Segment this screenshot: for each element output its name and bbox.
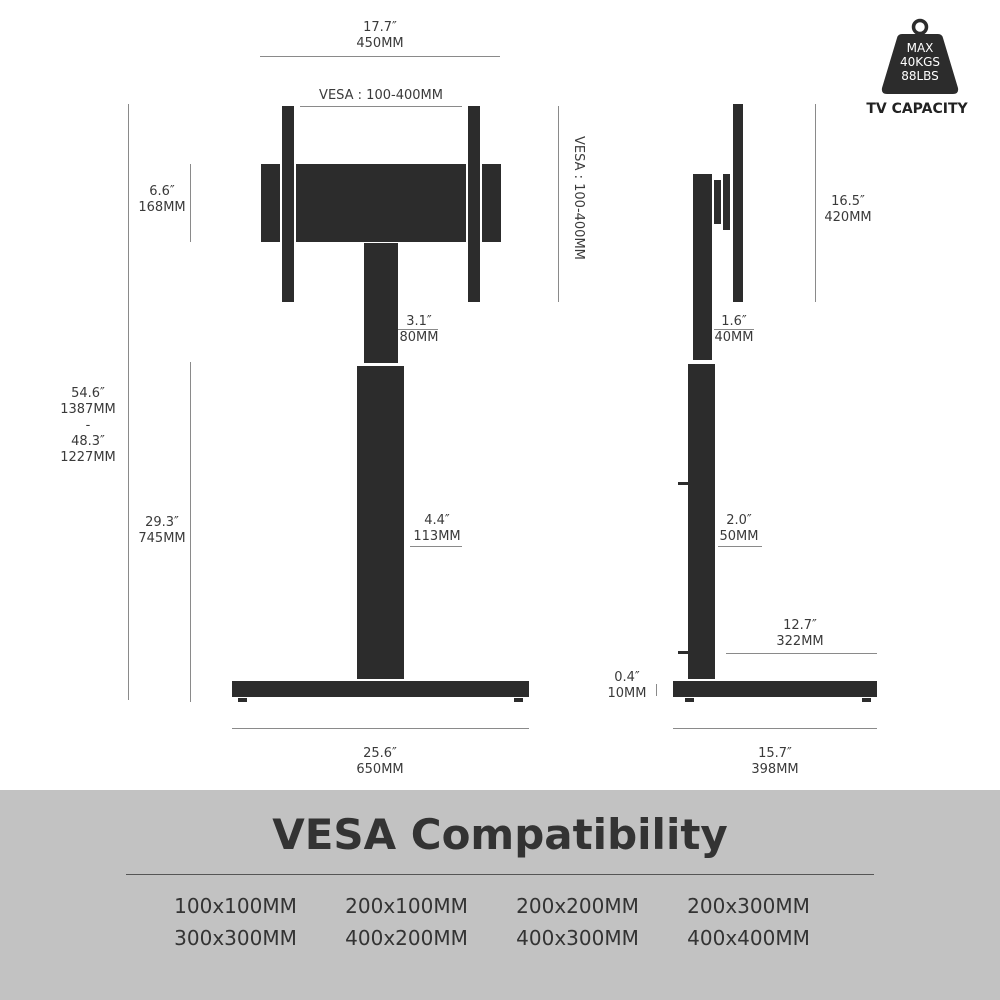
dim-line-base-offset [726, 653, 877, 654]
side-foot-right [862, 698, 871, 702]
front-foot-left [238, 698, 247, 702]
vesa-size-item: 200x200MM [516, 894, 639, 918]
label-bracket-height: 6.6″168MM [138, 184, 186, 215]
front-vesa-rail-right [468, 106, 480, 302]
front-base [232, 681, 529, 697]
dim-line-side-column-upper [714, 329, 754, 330]
vesa-size-item: 400x200MM [345, 926, 468, 950]
vesa-size-item: 200x100MM [345, 894, 468, 918]
label-column-upper: 3.1″80MM [399, 314, 439, 345]
vesa-size-item: 400x400MM [687, 926, 810, 950]
label-mount-height: 16.5″420MM [824, 194, 872, 225]
vesa-size-item: 200x300MM [687, 894, 810, 918]
dim-line-column-upper [398, 329, 438, 330]
dim-line-vesa-v [558, 106, 559, 302]
side-mount-plate-2 [714, 180, 721, 224]
weight-icon [881, 18, 959, 94]
side-column-lower [688, 364, 715, 679]
front-bracket-end-right [482, 164, 501, 242]
dim-line-base-width [232, 728, 529, 729]
front-column-lower [357, 366, 404, 679]
front-vesa-rail-left [282, 106, 294, 302]
label-base-offset: 12.7″322MM [776, 618, 824, 649]
vesa-size-item: 400x300MM [516, 926, 639, 950]
dim-line-mount-height [815, 104, 816, 302]
side-base [673, 681, 877, 697]
side-foot-left [685, 698, 694, 702]
dim-line-lower-height [190, 362, 191, 702]
vesa-size-item: 100x100MM [174, 894, 297, 918]
dim-line-side-column-lower [718, 546, 762, 547]
dim-line-bracket-height [190, 164, 191, 242]
label-column-lower: 4.4″113MM [413, 513, 461, 544]
dim-line-column-lower [410, 546, 462, 547]
label-base-width: 25.6″650MM [356, 746, 404, 777]
label-total-height: 54.6″1387MM-48.3″1227MM [60, 386, 116, 465]
dim-line-width-top [260, 56, 500, 57]
side-mount-plate-1 [723, 174, 730, 230]
vesa-divider [126, 874, 874, 875]
vesa-size-item: 300x300MM [174, 926, 297, 950]
label-width-top: 17.7″450MM [356, 20, 404, 51]
vesa-panel [0, 790, 1000, 1000]
front-bracket [296, 164, 466, 242]
dim-line-base-depth [673, 728, 877, 729]
label-vesa-horizontal: VESA : 100-400MM [319, 88, 443, 103]
front-bracket-end-left [261, 164, 280, 242]
vesa-size-grid: 100x100MM 200x100MM 200x200MM 200x300MM … [150, 893, 850, 951]
vesa-title: VESA Compatibility [272, 810, 728, 859]
label-base-thickness: 0.4″10MM [607, 670, 647, 701]
side-tv-panel [733, 104, 743, 302]
side-knob-upper [678, 482, 688, 485]
label-vesa-vertical: VESA : 100-400MM [571, 136, 586, 260]
label-lower-height: 29.3″745MM [138, 515, 186, 546]
tv-capacity-label: TV CAPACITY [866, 101, 968, 117]
dim-line-base-thickness [656, 684, 657, 696]
front-foot-right [514, 698, 523, 702]
dim-line-vesa-h [300, 106, 462, 107]
side-column-upper [693, 174, 712, 360]
dim-line-total-height [128, 104, 129, 700]
side-knob-lower [678, 651, 688, 654]
front-column-upper [364, 243, 398, 363]
label-side-column-lower: 2.0″50MM [719, 513, 759, 544]
label-base-depth: 15.7″398MM [751, 746, 799, 777]
label-side-column-upper: 1.6″40MM [714, 314, 754, 345]
